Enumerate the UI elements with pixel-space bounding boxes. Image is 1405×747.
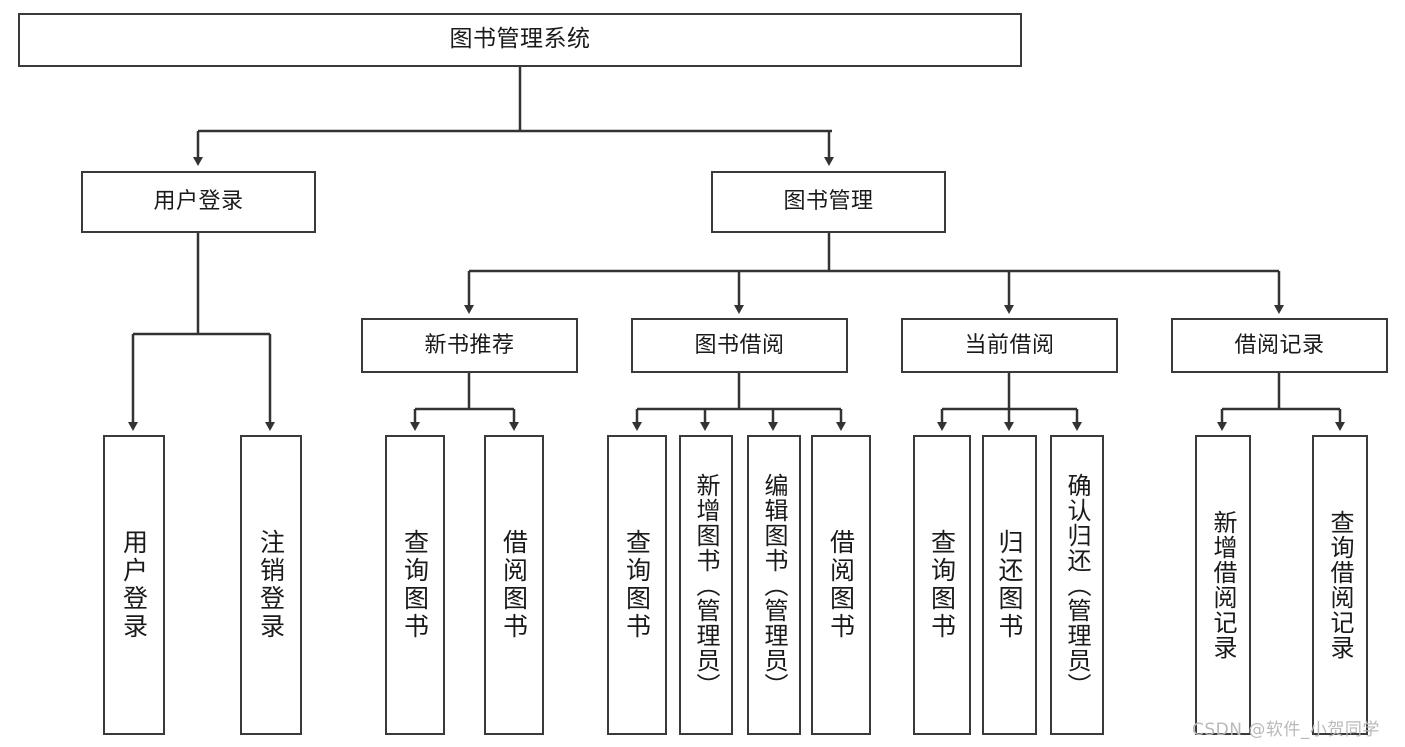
node-label: 新增图书（管理员） xyxy=(692,472,720,698)
leaf-book-borrow-borrow-book[interactable]: 借阅图书 xyxy=(811,435,871,735)
leaf-current-borrow-return-book[interactable]: 归还图书 xyxy=(982,435,1037,735)
node-label: 新书推荐 xyxy=(424,332,515,358)
node-new-book-recommendation[interactable]: 新书推荐 xyxy=(361,318,578,373)
node-label: 编辑图书（管理员） xyxy=(760,472,788,698)
node-label: 图书管理系统 xyxy=(449,26,591,53)
node-label: 图书借阅 xyxy=(694,332,785,358)
node-borrowing-record[interactable]: 借阅记录 xyxy=(1171,318,1388,373)
node-label: 归还图书 xyxy=(995,529,1024,641)
node-root-book-management-system[interactable]: 图书管理系统 xyxy=(18,13,1022,67)
node-label: 查询借阅记录 xyxy=(1326,510,1354,660)
node-label: 用户登录 xyxy=(119,529,149,641)
node-book-management[interactable]: 图书管理 xyxy=(711,171,946,233)
leaf-current-borrow-confirm-return-admin[interactable]: 确认归还（管理员） xyxy=(1050,435,1104,735)
node-label: 确认归还（管理员） xyxy=(1063,472,1091,698)
leaf-borrow-record-query-record[interactable]: 查询借阅记录 xyxy=(1312,435,1368,735)
node-book-borrowing[interactable]: 图书借阅 xyxy=(631,318,848,373)
leaf-book-borrow-query-book[interactable]: 查询图书 xyxy=(607,435,667,735)
node-label: 查询图书 xyxy=(927,529,957,641)
node-label: 图书管理 xyxy=(783,189,874,215)
node-user-login[interactable]: 用户登录 xyxy=(81,171,316,233)
node-label: 查询图书 xyxy=(622,529,652,641)
node-label: 借阅图书 xyxy=(826,529,856,641)
node-label: 用户登录 xyxy=(153,189,244,215)
leaf-borrow-record-add-record[interactable]: 新增借阅记录 xyxy=(1195,435,1251,735)
leaf-book-borrow-edit-book-admin[interactable]: 编辑图书（管理员） xyxy=(747,435,801,735)
leaf-new-book-borrow-book[interactable]: 借阅图书 xyxy=(484,435,544,735)
node-label: 查询图书 xyxy=(400,529,430,641)
leaf-user-login-logout[interactable]: 注销登录 xyxy=(240,435,302,735)
node-label: 当前借阅 xyxy=(964,332,1055,358)
leaf-book-borrow-add-book-admin[interactable]: 新增图书（管理员） xyxy=(679,435,733,735)
node-label: 新增借阅记录 xyxy=(1209,510,1237,660)
node-current-borrowing[interactable]: 当前借阅 xyxy=(901,318,1118,373)
leaf-new-book-query-book[interactable]: 查询图书 xyxy=(385,435,445,735)
node-label: 注销登录 xyxy=(256,529,286,641)
node-label: 借阅记录 xyxy=(1234,332,1325,358)
csdn-watermark: CSDN @软件_小贺同学 xyxy=(1192,720,1380,740)
leaf-current-borrow-query-book[interactable]: 查询图书 xyxy=(913,435,971,735)
leaf-user-login-login[interactable]: 用户登录 xyxy=(103,435,165,735)
node-label: 借阅图书 xyxy=(499,529,529,641)
